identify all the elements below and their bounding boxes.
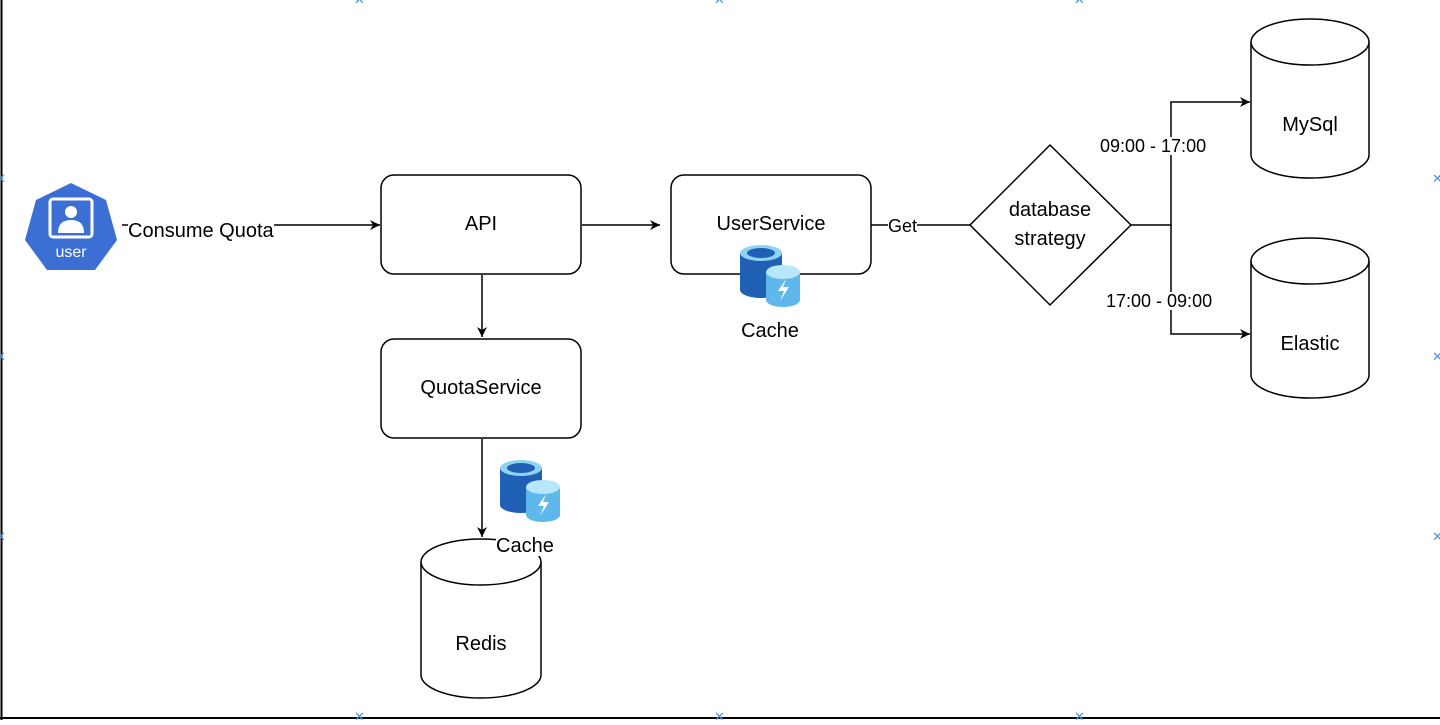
guide-marker: ✕ <box>354 0 365 8</box>
cache-icon <box>740 245 800 307</box>
mysql-label: MySql <box>1282 114 1338 136</box>
user-label: user <box>55 244 87 261</box>
edge-label-daytime: 09:00 - 17:00 <box>1100 136 1207 156</box>
guide-marker: ✕ <box>0 350 6 365</box>
cache-icon <box>500 460 560 522</box>
guide-marker: ✕ <box>1432 172 1440 187</box>
cache-label-quotaservice: Cache <box>496 535 554 557</box>
mysql-cylinder[interactable] <box>1250 18 1370 179</box>
strategy-label-line1: database <box>1008 199 1092 221</box>
edge-label-consume-quota: Consume Quota <box>128 220 274 242</box>
userservice-label: UserService <box>716 213 826 235</box>
strategy-diamond[interactable] <box>968 143 1133 307</box>
user-icon[interactable] <box>25 183 117 270</box>
api-box[interactable] <box>380 174 582 275</box>
api-label: API <box>464 213 498 235</box>
guide-marker: ✕ <box>1074 0 1085 8</box>
quotaservice-box[interactable] <box>380 338 582 439</box>
edge-strategy-mysql <box>1131 97 1250 226</box>
redis-label: Redis <box>455 633 507 655</box>
cache-label-userservice: Cache <box>741 320 799 342</box>
edge-label-get: Get <box>888 216 918 236</box>
quotaservice-label: QuotaService <box>420 377 542 399</box>
edge-label-nighttime: 17:00 - 09:00 <box>1106 291 1213 311</box>
guide-marker: ✕ <box>0 172 6 187</box>
strategy-label-line2: strategy <box>1014 228 1086 250</box>
edge-strategy-elastic <box>1170 225 1250 339</box>
elastic-label: Elastic <box>1280 333 1340 355</box>
guide-marker: ✕ <box>1432 350 1440 365</box>
redis-cylinder[interactable] <box>420 538 542 699</box>
guide-marker: ✕ <box>1432 530 1440 545</box>
guide-marker: ✕ <box>354 710 365 725</box>
guide-marker: ✕ <box>1074 710 1085 725</box>
guide-marker: ✕ <box>714 0 725 8</box>
guide-marker: ✕ <box>714 710 725 725</box>
guide-marker: ✕ <box>0 530 6 545</box>
elastic-cylinder[interactable] <box>1250 237 1370 399</box>
